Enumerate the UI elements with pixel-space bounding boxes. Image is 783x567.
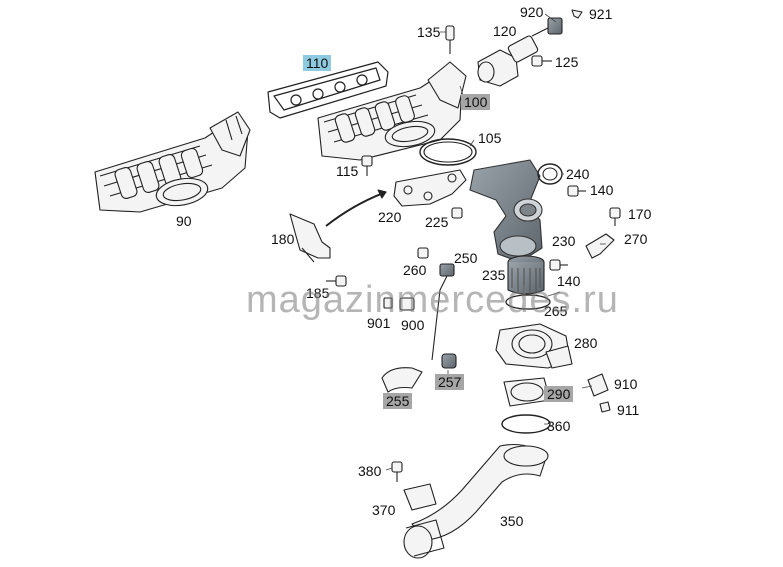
callout-180[interactable]: 180 xyxy=(271,231,295,247)
callout-125[interactable]: 125 xyxy=(555,54,579,70)
callout-220[interactable]: 220 xyxy=(378,209,402,225)
callout-911[interactable]: 911 xyxy=(617,402,640,418)
screw-185[interactable] xyxy=(326,275,347,287)
hose-255[interactable] xyxy=(381,367,423,393)
screw-225[interactable] xyxy=(451,207,463,219)
bracket-270[interactable] xyxy=(585,233,615,259)
callout-225[interactable]: 225 xyxy=(425,214,449,230)
callout-370[interactable]: 370 xyxy=(372,502,396,518)
screw-170[interactable] xyxy=(609,207,621,226)
callout-105[interactable]: 105 xyxy=(478,130,502,146)
reference-arrow xyxy=(325,191,387,227)
callout-230[interactable]: 230 xyxy=(552,233,576,249)
sensor-257[interactable] xyxy=(441,353,457,369)
screw-260[interactable] xyxy=(417,247,429,259)
heater-235[interactable] xyxy=(507,255,545,295)
callout-265[interactable]: 265 xyxy=(544,303,568,319)
callout-235[interactable]: 235 xyxy=(482,267,506,283)
callout-135[interactable]: 135 xyxy=(417,24,441,40)
callout-350[interactable]: 350 xyxy=(500,513,524,529)
leader-lines xyxy=(385,13,606,471)
connector-910[interactable] xyxy=(587,373,609,397)
adapter-290[interactable] xyxy=(503,377,551,407)
intake-manifold-90[interactable] xyxy=(94,111,251,213)
throttle-body-280[interactable] xyxy=(495,323,573,369)
callout-240[interactable]: 240 xyxy=(566,166,590,182)
pin-921[interactable] xyxy=(571,9,583,19)
callout-115[interactable]: 115 xyxy=(336,163,359,179)
adapter-housing-230[interactable] xyxy=(469,159,543,263)
callout-290[interactable]: 290 xyxy=(544,386,574,402)
screw-140-upper[interactable] xyxy=(567,185,586,197)
callout-110[interactable]: 110 xyxy=(303,55,332,71)
pin-911[interactable] xyxy=(599,401,611,413)
screw-135[interactable] xyxy=(445,25,455,54)
callout-901[interactable]: 901 xyxy=(367,315,391,331)
o-ring-360[interactable] xyxy=(501,414,551,434)
callout-270[interactable]: 270 xyxy=(624,231,648,247)
callout-140-lower[interactable]: 140 xyxy=(557,273,581,289)
callout-185[interactable]: 185 xyxy=(306,285,330,301)
callout-250[interactable]: 250 xyxy=(454,250,478,266)
callout-120[interactable]: 120 xyxy=(493,23,517,39)
bracket-220[interactable] xyxy=(393,169,467,207)
bracket-370[interactable] xyxy=(403,483,437,511)
valve-120[interactable] xyxy=(477,17,563,87)
callout-170[interactable]: 170 xyxy=(628,206,652,222)
screw-140-lower[interactable] xyxy=(549,259,568,271)
seal-265[interactable] xyxy=(505,294,551,310)
intake-manifold-100[interactable] xyxy=(317,61,467,161)
o-ring-105[interactable] xyxy=(419,138,477,166)
screw-125[interactable] xyxy=(531,55,552,67)
callout-257[interactable]: 257 xyxy=(435,374,465,390)
callout-360[interactable]: 360 xyxy=(547,418,571,434)
callout-921[interactable]: 921 xyxy=(589,6,613,22)
callout-380[interactable]: 380 xyxy=(358,463,382,479)
callout-140-upper[interactable]: 140 xyxy=(590,182,614,198)
callout-910[interactable]: 910 xyxy=(614,376,638,392)
screw-115[interactable] xyxy=(361,155,373,176)
callout-260[interactable]: 260 xyxy=(403,262,427,278)
callout-100[interactable]: 100 xyxy=(461,94,491,110)
callout-255[interactable]: 255 xyxy=(383,393,413,409)
callout-900[interactable]: 900 xyxy=(401,317,425,333)
bracket-180[interactable] xyxy=(289,213,331,263)
clip-901[interactable] xyxy=(383,297,393,309)
seal-240[interactable] xyxy=(537,163,563,185)
callout-90[interactable]: 90 xyxy=(176,213,192,229)
callout-920[interactable]: 920 xyxy=(520,4,544,20)
manifold-gasket-110[interactable] xyxy=(267,61,389,119)
callout-280[interactable]: 280 xyxy=(574,335,598,351)
sensor-250[interactable] xyxy=(431,263,455,361)
screw-380[interactable] xyxy=(391,461,403,482)
intake-pipe-350[interactable] xyxy=(403,443,549,559)
clip-900[interactable] xyxy=(399,297,415,311)
